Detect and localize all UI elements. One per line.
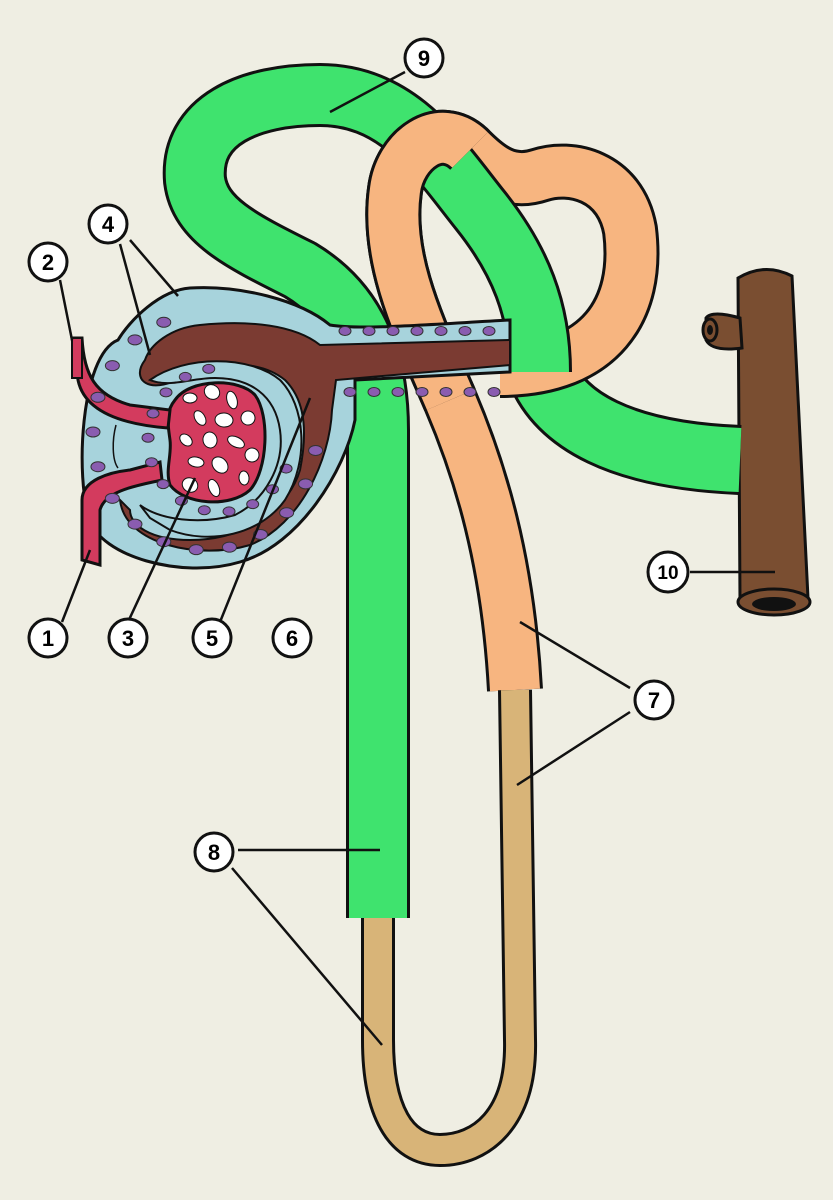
nucleus — [344, 388, 356, 397]
nucleus — [483, 327, 495, 336]
nucleus — [440, 388, 452, 397]
nucleus — [147, 409, 159, 418]
nucleus — [411, 327, 423, 336]
nucleus — [105, 361, 119, 371]
nucleus — [179, 372, 191, 381]
capillary-lumen — [183, 393, 197, 403]
nucleus — [464, 388, 476, 397]
callout-9: 9 — [405, 39, 443, 77]
callout-10: 10 — [648, 552, 688, 592]
svg-text:1: 1 — [42, 626, 54, 651]
nucleus — [91, 392, 105, 402]
svg-text:3: 3 — [122, 626, 134, 651]
callout-4: 4 — [89, 205, 127, 243]
nucleus — [105, 493, 119, 503]
nucleus — [280, 508, 294, 518]
nucleus — [157, 480, 169, 489]
nucleus — [459, 327, 471, 336]
nucleus — [223, 507, 235, 516]
callout-5: 5 — [193, 619, 231, 657]
nucleus — [142, 433, 154, 442]
svg-text:5: 5 — [206, 626, 218, 651]
nucleus — [91, 462, 105, 472]
callout-2: 2 — [29, 243, 67, 281]
nucleus — [146, 458, 158, 467]
nucleus — [488, 388, 500, 397]
nucleus — [198, 506, 210, 515]
nucleus — [128, 519, 142, 529]
callout-8: 8 — [195, 833, 233, 871]
nucleus — [189, 545, 203, 555]
svg-text:10: 10 — [657, 563, 678, 584]
nucleus — [416, 388, 428, 397]
nucleus — [339, 327, 351, 336]
nucleus — [86, 427, 100, 437]
svg-text:8: 8 — [208, 840, 220, 865]
callout-7: 7 — [635, 681, 673, 719]
nucleus — [160, 388, 172, 397]
nucleus — [363, 327, 375, 336]
svg-text:7: 7 — [648, 688, 660, 713]
nucleus — [222, 542, 236, 552]
svg-text:2: 2 — [42, 250, 54, 275]
nucleus — [309, 445, 323, 455]
nucleus — [392, 388, 404, 397]
callout-1: 1 — [29, 619, 67, 657]
nucleus — [128, 335, 142, 345]
callout-3: 3 — [109, 619, 147, 657]
callout-6: 6 — [273, 619, 311, 657]
svg-text:4: 4 — [102, 212, 115, 237]
svg-text:9: 9 — [418, 46, 430, 71]
nucleus — [157, 317, 171, 327]
svg-text:6: 6 — [286, 626, 298, 651]
nucleus — [435, 327, 447, 336]
nucleus — [387, 327, 399, 336]
nucleus — [203, 364, 215, 373]
nucleus — [368, 388, 380, 397]
nucleus — [247, 500, 259, 509]
nucleus — [299, 479, 313, 489]
